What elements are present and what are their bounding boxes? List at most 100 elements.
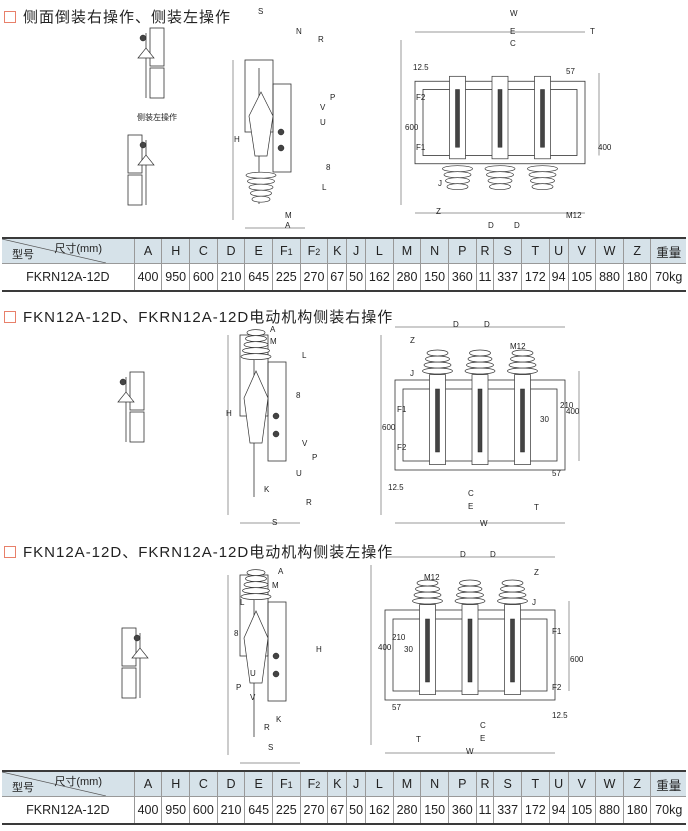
dimension-label: A — [278, 567, 284, 576]
insulator-shed — [413, 591, 442, 599]
dimension-label: L — [302, 351, 307, 360]
table-cell: 172 — [521, 796, 550, 824]
fuse-element — [477, 388, 483, 453]
model-label: 型号 — [12, 782, 34, 794]
table-cell: 270 — [299, 796, 328, 824]
dimension-label: 12.5 — [413, 63, 429, 72]
insulator-shed — [245, 575, 267, 582]
dimension-label: W — [480, 519, 488, 528]
bullet-square-icon — [4, 10, 16, 23]
dimension-label: M — [272, 581, 279, 590]
insulator-shed — [507, 367, 538, 375]
table-cell: 280 — [392, 796, 421, 824]
table-cell: 400 — [133, 263, 162, 291]
insulator-shed — [467, 355, 493, 363]
insulator-shed — [466, 361, 494, 369]
table-cell: 950 — [161, 796, 190, 824]
dimension-label: U — [250, 669, 256, 678]
fuse-element — [467, 618, 473, 683]
dimension-label: K — [276, 715, 282, 724]
table-cell: 645 — [244, 796, 273, 824]
dimension-label: W — [466, 747, 474, 756]
dimension-label: F1 — [552, 627, 562, 636]
column-header: P — [448, 771, 477, 797]
dimension-label: V — [320, 103, 326, 112]
insulator-shed — [459, 579, 481, 587]
operating-shaft-icon — [272, 652, 280, 660]
column-header: C — [189, 771, 218, 797]
insulator-shed — [501, 579, 524, 587]
size-unit-label: 尺寸(mm) — [54, 243, 102, 255]
table-cell: 360 — [448, 263, 477, 291]
column-header: C — [189, 238, 218, 264]
dimension-label: H — [226, 409, 232, 418]
section-title-text: 侧面倒装右操作、侧装左操作 — [23, 9, 232, 26]
fuse-body — [137, 47, 155, 59]
dimension-label: M — [285, 211, 292, 220]
insulator-shed — [243, 341, 269, 348]
insulator-shed — [530, 177, 555, 185]
table-cell: 150 — [420, 263, 449, 291]
insulator-shed — [240, 353, 272, 360]
handle-icon — [119, 378, 127, 386]
table-cell: 360 — [448, 796, 477, 824]
column-header: L — [365, 238, 394, 264]
table-cell: 50 — [346, 263, 366, 291]
column-header: U — [548, 771, 569, 797]
dimension-label: E — [480, 734, 485, 743]
dimension-label: V — [302, 439, 308, 448]
table-cell: 162 — [365, 796, 394, 824]
table-cell: 162 — [365, 263, 394, 291]
column-header: E — [244, 238, 273, 264]
table-cell: 210 — [216, 263, 245, 291]
dimension-label: F2 — [552, 683, 562, 692]
table-cell: 280 — [392, 263, 421, 291]
dimension-label: H — [316, 645, 322, 654]
table-cell: 600 — [189, 263, 218, 291]
dimension-label: A — [285, 221, 291, 230]
column-header: E — [244, 771, 273, 797]
dimension-label: T — [416, 735, 421, 744]
table-cell: 225 — [272, 796, 301, 824]
operating-shaft-icon — [272, 670, 280, 678]
dimension-label: P — [236, 683, 241, 692]
dimension-label: M12 — [510, 342, 526, 351]
dimension-label: F1 — [397, 405, 407, 414]
column-header: L — [365, 771, 394, 797]
dimension-label: M — [270, 337, 277, 346]
column-header: R — [475, 238, 494, 264]
fuse-element — [540, 89, 545, 148]
fuse-housing — [243, 610, 269, 684]
table-cell: 67 — [327, 796, 347, 824]
dimension-label: M12 — [424, 573, 440, 582]
insulator-shed — [498, 591, 527, 599]
insulator-shed — [242, 587, 270, 594]
column-header: D — [216, 238, 245, 264]
insulator-shed — [422, 367, 453, 375]
table-cell: 70kg — [650, 263, 686, 291]
section-title-3: FKN12A-12D、FKRN12A-12D电动机构侧装左操作 — [4, 541, 393, 562]
column-header: W — [595, 238, 624, 264]
insulator-shed — [497, 597, 528, 605]
dimension-label: U — [296, 469, 302, 478]
fuse-body — [117, 391, 135, 403]
corner-header: 尺寸(mm)型号 — [2, 238, 134, 264]
insulator-shed — [508, 361, 537, 369]
insulator-shed — [425, 355, 450, 363]
table-cell: 11 — [475, 796, 494, 824]
insulator-shed — [443, 171, 472, 179]
dimension-label: N — [296, 27, 302, 36]
column-header: M — [392, 771, 421, 797]
column-header: 重量 — [650, 238, 686, 264]
fuse-housing — [243, 370, 269, 444]
dimension-label: D — [514, 221, 520, 230]
dimension-label: 12.5 — [552, 711, 568, 720]
fuse-body — [137, 154, 155, 166]
table-cell: 94 — [548, 263, 569, 291]
insulator-shed — [243, 581, 269, 588]
drawing-rect — [272, 83, 292, 173]
table-cell: 150 — [420, 796, 449, 824]
